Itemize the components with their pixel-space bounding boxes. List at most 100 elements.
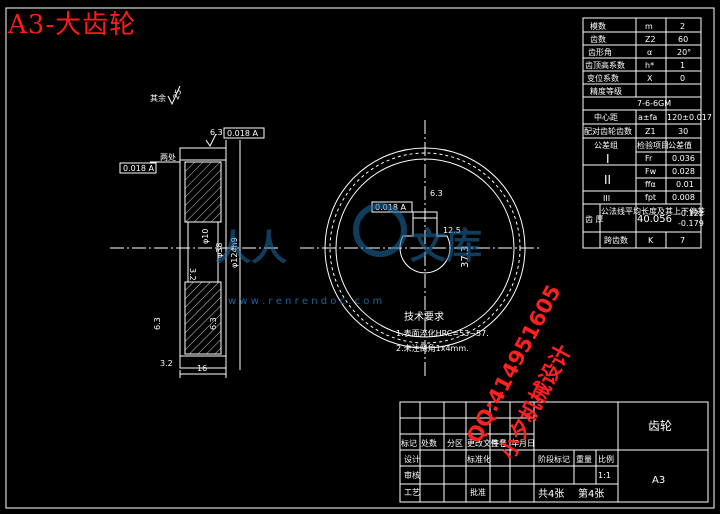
tech-line-2: 2.未注倒角1x4mm. bbox=[396, 343, 469, 353]
roughness-other-label: 其余 bbox=[150, 93, 166, 103]
tb-sheets: 共4张 bbox=[538, 488, 564, 500]
runout-frame bbox=[223, 127, 265, 139]
tol-header-group: 公差组 bbox=[594, 140, 618, 150]
flatness-value: 0.018 A bbox=[123, 164, 154, 173]
param-val: 7-6-6GM bbox=[637, 99, 671, 108]
tol-header-item: 检验项目 bbox=[637, 140, 669, 150]
tol-val: 0.01 bbox=[676, 180, 694, 189]
param-sym: m bbox=[645, 22, 653, 31]
roughness-other-value: 25 bbox=[171, 88, 183, 101]
drawing-title: A3-大齿轮 bbox=[8, 10, 137, 40]
ra-63-value: 6.3 bbox=[153, 317, 162, 330]
param-rows: 模数 m 2 齿数 Z2 60 齿形角 α 20° 齿顶高系数 h* 1 变位系… bbox=[584, 21, 712, 150]
outer-dim: φ124h9 bbox=[230, 237, 239, 268]
svg-text:文库: 文库 bbox=[410, 226, 482, 267]
gear-front-view bbox=[300, 120, 540, 378]
param-sym: Z2 bbox=[645, 35, 656, 44]
param-sym: Z1 bbox=[645, 127, 656, 136]
tb-weight: 重量 bbox=[576, 454, 592, 464]
drawing-border bbox=[5, 7, 715, 509]
tb-scale-label: 比例 bbox=[598, 454, 614, 464]
tb-scale: 1:1 bbox=[598, 471, 611, 480]
title-block bbox=[399, 401, 709, 503]
tb-format: A3 bbox=[652, 475, 665, 486]
tb-approve: 批准 bbox=[470, 487, 486, 497]
param-name: 中心距 bbox=[594, 112, 618, 122]
roughness-other-symbol: 其余 25 bbox=[150, 85, 183, 106]
tolerance-rows: I Fr 0.036 Fw 0.028 II ffα 0.01 fpt 0.00… bbox=[603, 152, 695, 203]
tb-part-name: 齿轮 bbox=[648, 419, 672, 433]
tb-std: 标准化 bbox=[467, 454, 491, 464]
section-view bbox=[110, 140, 280, 378]
ra-32-value: 3.2 bbox=[188, 268, 197, 281]
param-val: 30 bbox=[678, 127, 688, 136]
param-sym: a±fa bbox=[638, 113, 657, 122]
param-name: 齿形角 bbox=[588, 47, 612, 57]
param-sym: h* bbox=[645, 61, 654, 70]
span-lower: -0.179 bbox=[678, 219, 704, 228]
param-val: 120±0.017 bbox=[667, 113, 712, 122]
param-name: 齿顶高系数 bbox=[585, 60, 625, 70]
param-name: 配对齿轮齿数 bbox=[584, 126, 632, 136]
param-sym: α bbox=[647, 48, 652, 57]
flatness-frame bbox=[119, 162, 157, 174]
param-val: 0 bbox=[680, 74, 685, 83]
span-k-sym: K bbox=[648, 236, 654, 245]
bore-dim: φ10 bbox=[201, 229, 210, 244]
span-upper: -0.122 bbox=[678, 209, 704, 218]
span-k-label: 跨齿数 bbox=[604, 235, 628, 245]
param-val: 60 bbox=[678, 35, 688, 44]
key-roughness: 6.3 bbox=[430, 189, 443, 198]
hub-dim: φ38 bbox=[215, 243, 224, 258]
param-name: 模数 bbox=[590, 21, 606, 31]
span-label: 齿 厚 bbox=[585, 215, 604, 224]
tb-sheet-no: 第4张 bbox=[578, 487, 604, 500]
span-block: 齿 厚 公法线平均长度及其上下偏差 40.056 -0.122 -0.179 跨… bbox=[585, 206, 705, 245]
tol-sym: Fr bbox=[645, 154, 653, 163]
two-sides-label: 两处 bbox=[160, 152, 176, 162]
runout-value: 0.018 A bbox=[227, 129, 258, 138]
tb-h-doc: 更改文件号 bbox=[467, 438, 507, 448]
tol-val: 0.028 bbox=[672, 167, 695, 176]
param-val: 1 bbox=[680, 61, 685, 70]
tol-val: 0.008 bbox=[672, 193, 695, 202]
tb-h-date: 年月日 bbox=[511, 438, 535, 448]
watermark-url: w w w . r e n r e n d o c . c o m bbox=[228, 296, 382, 307]
tb-phase: 阶段标记 bbox=[538, 454, 570, 464]
gear-parameter-table bbox=[582, 17, 702, 249]
span-k-val: 7 bbox=[680, 236, 685, 245]
key-height-dim: 37.3 bbox=[460, 246, 471, 268]
ra-32-bottom-value: 3.2 bbox=[160, 359, 173, 368]
tb-h-mark: 标记 bbox=[401, 438, 417, 448]
width-dim: 16 bbox=[197, 364, 207, 373]
tol-val: 0.036 bbox=[672, 154, 695, 163]
tb-h-sign: 签名 bbox=[491, 438, 507, 448]
tol-group: I bbox=[606, 152, 610, 166]
param-val: 2 bbox=[680, 22, 685, 31]
tol-sym: fpt bbox=[645, 193, 656, 202]
param-sym: X bbox=[647, 74, 653, 83]
tol-sym: ffα bbox=[645, 180, 656, 189]
tb-h-zone: 分区 bbox=[447, 439, 463, 448]
ra-63-right-value: 6.3 bbox=[209, 317, 218, 330]
tech-line-1: 1.表面淬化HRC=53~57. bbox=[396, 328, 489, 338]
tb-craft: 工艺 bbox=[404, 488, 420, 497]
tb-check: 审核 bbox=[404, 470, 420, 480]
roughness-a-value: 6.3 bbox=[210, 128, 223, 137]
tol-group: II bbox=[604, 173, 611, 187]
span-value: 40.056 bbox=[637, 214, 672, 225]
param-name: 精度等级 bbox=[590, 86, 622, 96]
param-name: 齿数 bbox=[590, 34, 606, 44]
param-name: 变位系数 bbox=[587, 73, 619, 83]
param-val: 20° bbox=[677, 48, 691, 57]
watermark-logo: 人人 文库 bbox=[215, 203, 482, 269]
key-width-dim: 12.5 bbox=[443, 226, 461, 235]
tol-header-value: 公差值 bbox=[668, 140, 692, 150]
svg-text:人人: 人人 bbox=[215, 228, 287, 269]
tb-design: 设计 bbox=[404, 454, 420, 464]
tol-group: III bbox=[603, 194, 610, 203]
span-desc: 公法线平均长度及其上下偏差 bbox=[601, 206, 705, 216]
tech-title: 技术要求 bbox=[404, 310, 444, 323]
title-block-text: 标记 处数 分区 更改文件号 签名 年月日 设计 标准化 审核 工艺 批准 阶段… bbox=[401, 419, 672, 500]
tol-sym: Fw bbox=[645, 167, 657, 176]
